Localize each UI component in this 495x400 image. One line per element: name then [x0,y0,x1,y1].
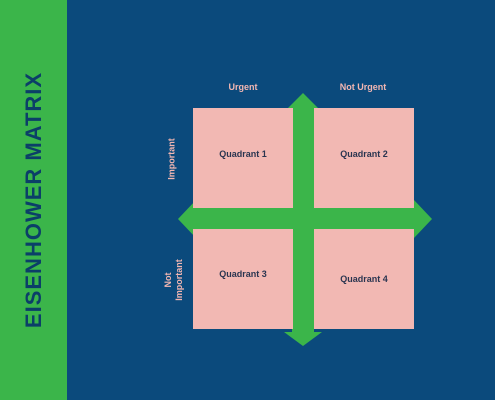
quadrant-3: Quadrant 3 [193,229,293,329]
quadrant-3-label: Quadrant 3 [219,269,267,279]
quadrant-4-label: Quadrant 4 [340,274,388,284]
horizontal-axis-bar [194,208,416,230]
arrow-up-icon [284,93,322,112]
arrow-down-icon [284,332,322,346]
quadrant-1: Quadrant 1 [193,108,293,208]
quadrant-4: Quadrant 4 [314,229,414,329]
quadrant-2: Quadrant 2 [314,108,414,208]
quadrant-2-label: Quadrant 2 [340,149,388,159]
column-label-not-urgent: Not Urgent [339,82,387,92]
arrow-left-icon [178,200,196,238]
title-sidebar: EISENHOWER MATRIX [0,0,67,400]
quadrant-1-label: Quadrant 1 [219,149,267,159]
column-label-urgent: Urgent [228,82,258,92]
arrow-right-icon [414,200,432,238]
